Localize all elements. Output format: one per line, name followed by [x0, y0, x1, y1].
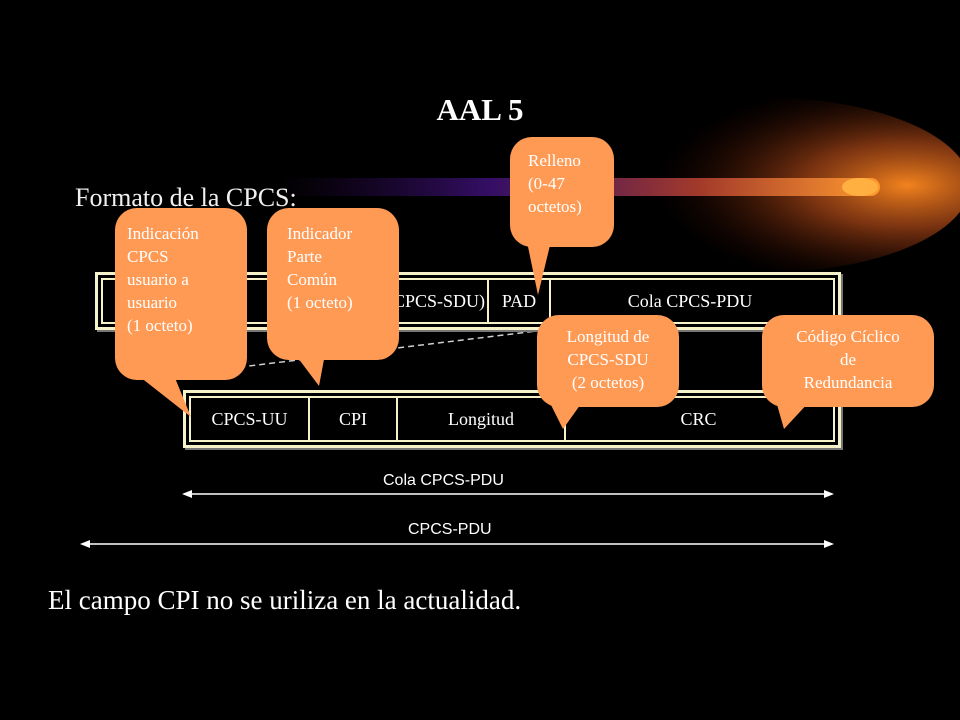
label-cola-cpcs-pdu: Cola CPCS-PDU [383, 472, 504, 489]
label-cpcs-pdu: CPCS-PDU [408, 521, 492, 538]
slide-title: AAL 5 [436, 92, 524, 127]
callout-pointer [549, 401, 583, 429]
slide-subtitle: Formato de la CPCS: [75, 183, 297, 212]
frame-cell-cpcs-uu: CPCS-UU [211, 408, 288, 429]
frame-cell-cola: Cola CPCS-PDU [549, 280, 829, 322]
callout-relleno: Relleno (0-47 octetos) [510, 137, 614, 295]
frame-cell-pad: PAD [487, 280, 549, 322]
callout-pointer [135, 373, 191, 417]
callout-longitud: Longitud de CPCS-SDU (2 octetos) [537, 315, 679, 429]
callout-pointer [295, 354, 325, 386]
frame-cell-longitud: Longitud [396, 398, 564, 440]
callout-indicador-parte-comun: Indicador Parte Común (1 octeto) [267, 208, 399, 386]
callout-pointer [776, 401, 810, 429]
callout-pointer [526, 237, 552, 295]
footnote: El campo CPI no se uriliza en la actuali… [48, 585, 522, 615]
frame-cell-cpi: CPI [308, 398, 396, 440]
callout-codigo-ciclico: Código Cíclico de Redundancia [762, 315, 934, 429]
callout-indicacion-usuario: Indicación CPCS usuario a usuario (1 oct… [115, 208, 247, 417]
cola-cpcs-pdu-frame: CPCS-UU CPI Longitud CRC [183, 390, 841, 448]
frame-cell-sdu: (CPCS-SDU) [386, 290, 485, 311]
